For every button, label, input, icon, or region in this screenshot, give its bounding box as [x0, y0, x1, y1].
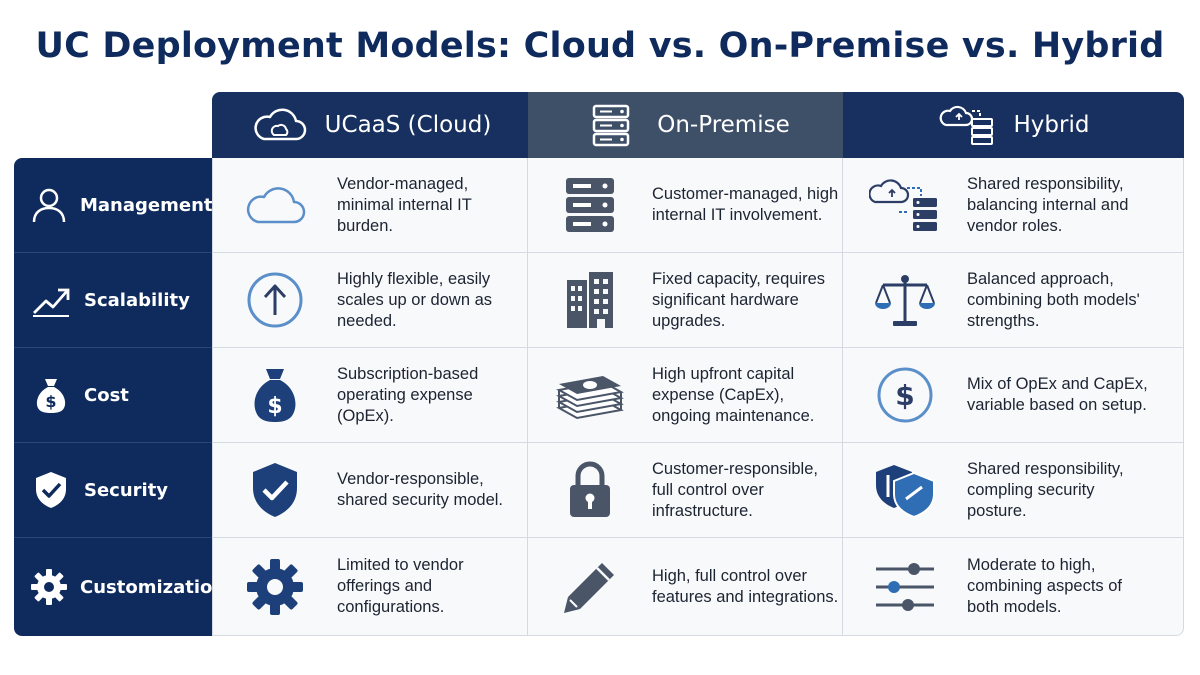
cell-cost-on-premise: High upfront capital expense (CapEx), on…: [528, 348, 843, 443]
cell-security-on-premise: Customer-responsible, full control over …: [528, 443, 843, 538]
table-corner: [14, 92, 212, 158]
balance-scale-icon: [869, 264, 941, 336]
row-header-customization: Customization: [14, 538, 225, 636]
cell-text: Shared responsibility, compling security…: [967, 459, 1124, 520]
column-header-on-premise: On-Premise: [528, 92, 843, 158]
row-header-label: Security: [84, 479, 169, 501]
cell-security-cloud: Vendor-responsible, shared security mode…: [212, 443, 528, 538]
row-header-label: Scalability: [84, 289, 190, 311]
padlock-icon: [554, 454, 626, 526]
cloud-icon: [249, 103, 309, 147]
pencil-icon: [554, 551, 626, 623]
cell-text: Fixed capacity, requires significant har…: [652, 269, 826, 330]
server-icon: [581, 103, 641, 147]
gear-icon: [30, 566, 68, 608]
cell-text: Mix of OpEx and CapEx, variable based on…: [967, 375, 1148, 414]
row-header-label: Management: [80, 194, 213, 216]
column-header-cloud: UCaaS (Cloud): [212, 92, 528, 158]
cell-text: Moderate to high, combining aspects of b…: [967, 556, 1123, 616]
svg-text:$: $: [895, 379, 914, 412]
cell-management-cloud: Vendor-managed, minimal internal IT burd…: [212, 158, 528, 253]
cell-text: Subscription-based operating expense (Op…: [337, 364, 479, 425]
person-icon: [30, 184, 68, 226]
cell-text: Customer-managed, high internal IT invol…: [652, 185, 839, 224]
cell-text: Highly flexible, easily scales up or dow…: [337, 269, 493, 330]
cell-cost-cloud: $ Subscription-based operating expense (…: [212, 348, 528, 443]
cell-text: Vendor-responsible, shared security mode…: [337, 470, 503, 509]
cell-text: Limited to vendor offerings and configur…: [337, 556, 464, 616]
cell-scalability-on-premise: Fixed capacity, requires significant har…: [528, 253, 843, 348]
cell-text: High upfront capital expense (CapEx), on…: [652, 364, 815, 425]
cell-security-hybrid: Shared responsibility, compling security…: [843, 443, 1184, 538]
cloud-server-sync-icon: [938, 103, 998, 147]
cell-customization-hybrid: Moderate to high, combining aspects of b…: [843, 538, 1184, 636]
sliders-icon: [869, 551, 941, 623]
dual-shield-icon: [869, 454, 941, 526]
cash-stack-icon: [554, 359, 626, 431]
server-stack-icon: [554, 169, 626, 241]
cell-management-hybrid: Shared responsibility, balancing interna…: [843, 158, 1184, 253]
dollar-circle-icon: $: [869, 359, 941, 431]
comparison-table: UCaaS (Cloud) On-Premise Hybrid Manageme…: [14, 92, 1184, 636]
cell-text: Shared responsibility, balancing interna…: [967, 174, 1129, 235]
row-header-label: Customization: [80, 576, 226, 598]
cell-text: High, full control over features and int…: [652, 566, 839, 606]
money-bag-icon: $: [30, 374, 72, 416]
cell-text: Balanced approach, combining both models…: [967, 269, 1140, 330]
cloud-outline-icon: [239, 169, 311, 241]
cell-management-on-premise: Customer-managed, high internal IT invol…: [528, 158, 843, 253]
shield-check-icon: [239, 454, 311, 526]
cell-text: Customer-responsible, full control over …: [652, 459, 818, 520]
cell-cost-hybrid: $ Mix of OpEx and CapEx, variable based …: [843, 348, 1184, 443]
gear-icon: [239, 551, 311, 623]
cloud-server-icon: [869, 169, 941, 241]
row-header-management: Management: [14, 158, 213, 253]
column-header-hybrid: Hybrid: [843, 92, 1184, 158]
column-header-label: On-Premise: [657, 112, 790, 138]
cell-scalability-cloud: Highly flexible, easily scales up or dow…: [212, 253, 528, 348]
svg-text:$: $: [267, 394, 282, 419]
column-header-label: Hybrid: [1013, 112, 1090, 138]
column-header-label: UCaaS (Cloud): [324, 112, 492, 138]
page-title: UC Deployment Models: Cloud vs. On-Premi…: [35, 26, 1165, 66]
svg-text:$: $: [45, 392, 56, 411]
arrow-up-circle-icon: [239, 264, 311, 336]
cell-scalability-hybrid: Balanced approach, combining both models…: [843, 253, 1184, 348]
cell-customization-cloud: Limited to vendor offerings and configur…: [212, 538, 528, 636]
row-header-scalability: Scalability: [14, 253, 212, 348]
row-header-security: Security: [14, 443, 212, 538]
building-icon: [554, 264, 626, 336]
money-bag-dollar-icon: $: [239, 359, 311, 431]
row-header-label: Cost: [84, 384, 129, 406]
row-header-cost: $ Cost: [14, 348, 212, 443]
shield-check-icon: [30, 469, 72, 511]
cell-customization-on-premise: High, full control over features and int…: [528, 538, 843, 636]
trend-up-icon: [30, 279, 72, 321]
cell-text: Vendor-managed, minimal internal IT burd…: [337, 174, 472, 235]
